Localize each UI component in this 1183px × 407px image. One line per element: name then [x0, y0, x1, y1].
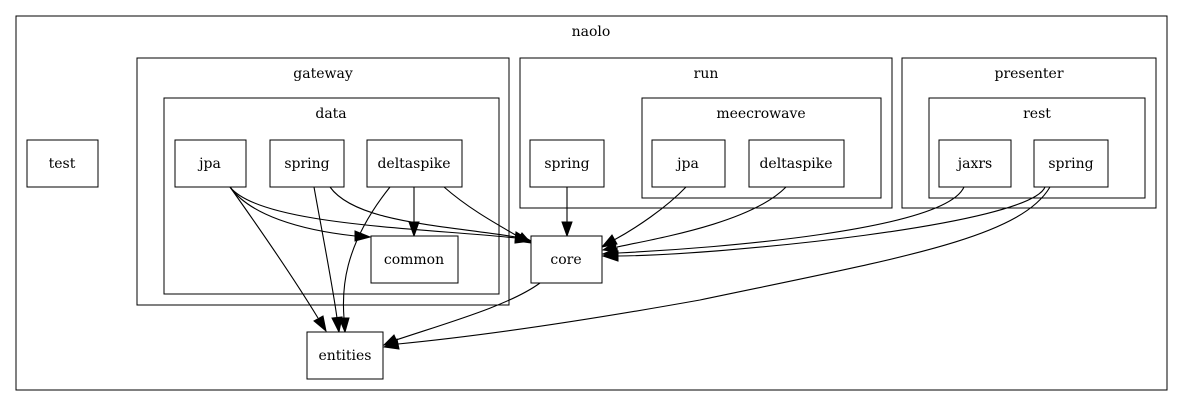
node-test-label: test: [49, 156, 76, 172]
edge-rest-spring-to-entities: [382, 186, 1051, 350]
edge-core-to-entities: [382, 282, 541, 346]
node-gateway-data-spring-label: spring: [284, 156, 329, 172]
node-entities-label: entities: [319, 348, 372, 364]
cluster-run: run: [519, 57, 893, 209]
node-gateway-data-jpa-label: jpa: [197, 156, 221, 172]
cluster-data: data: [163, 97, 500, 295]
node-run-spring-label: spring: [544, 156, 589, 172]
edge-gateway-deltaspike-to-common: [408, 187, 420, 238]
node-gateway-data-deltaspike-label: deltaspike: [377, 156, 450, 172]
node-core: core: [530, 235, 603, 284]
cluster-meecrowave: meecrowave: [641, 97, 882, 199]
cluster-gateway-label: gateway: [293, 66, 353, 82]
edge-gateway-deltaspike-to-entities: [338, 186, 391, 334]
cluster-data-label: data: [315, 106, 346, 122]
node-gateway-data-spring: spring: [269, 139, 345, 188]
node-gateway-data-deltaspike: deltaspike: [366, 139, 463, 188]
node-jaxrs-label: jaxrs: [956, 156, 992, 172]
node-meecrowave-jpa-label: jpa: [675, 156, 699, 172]
node-meecrowave-deltaspike-label: deltaspike: [759, 156, 832, 172]
node-gateway-data-jpa: jpa: [174, 139, 247, 188]
cluster-rest: rest: [928, 97, 1146, 199]
node-test: test: [26, 139, 99, 188]
cluster-naolo-label: naolo: [572, 24, 611, 40]
edge-gateway-jpa-to-common: [229, 186, 372, 242]
cluster-presenter: presenter: [901, 57, 1157, 209]
node-common: common: [370, 235, 459, 284]
node-common-label: common: [384, 252, 444, 268]
cluster-naolo: naolo: [15, 15, 1168, 391]
cluster-gateway: gateway: [136, 57, 510, 306]
edge-meecrowave-jpa-to-core: [600, 186, 687, 248]
edge-run-spring-to-core: [561, 187, 573, 238]
edges: [229, 186, 1051, 350]
node-run-spring: spring: [529, 139, 605, 188]
node-meecrowave-deltaspike: deltaspike: [748, 139, 845, 188]
cluster-meecrowave-label: meecrowave: [716, 106, 805, 122]
node-core-label: core: [550, 252, 581, 268]
node-jaxrs: jaxrs: [938, 139, 1012, 188]
edge-rest-spring-to-core: [601, 186, 1046, 262]
edge-gateway-spring-to-entities: [313, 186, 343, 334]
edge-gateway-deltaspike-to-core: [443, 186, 533, 244]
node-entities: entities: [306, 331, 384, 380]
node-rest-spring-label: spring: [1048, 156, 1093, 172]
cluster-presenter-label: presenter: [994, 66, 1063, 82]
cluster-run-label: run: [694, 66, 719, 82]
node-rest-spring: spring: [1033, 139, 1109, 188]
node-meecrowave-jpa: jpa: [651, 139, 726, 188]
edge-gateway-jpa-to-entities: [229, 186, 327, 333]
cluster-rest-label: rest: [1023, 106, 1051, 122]
